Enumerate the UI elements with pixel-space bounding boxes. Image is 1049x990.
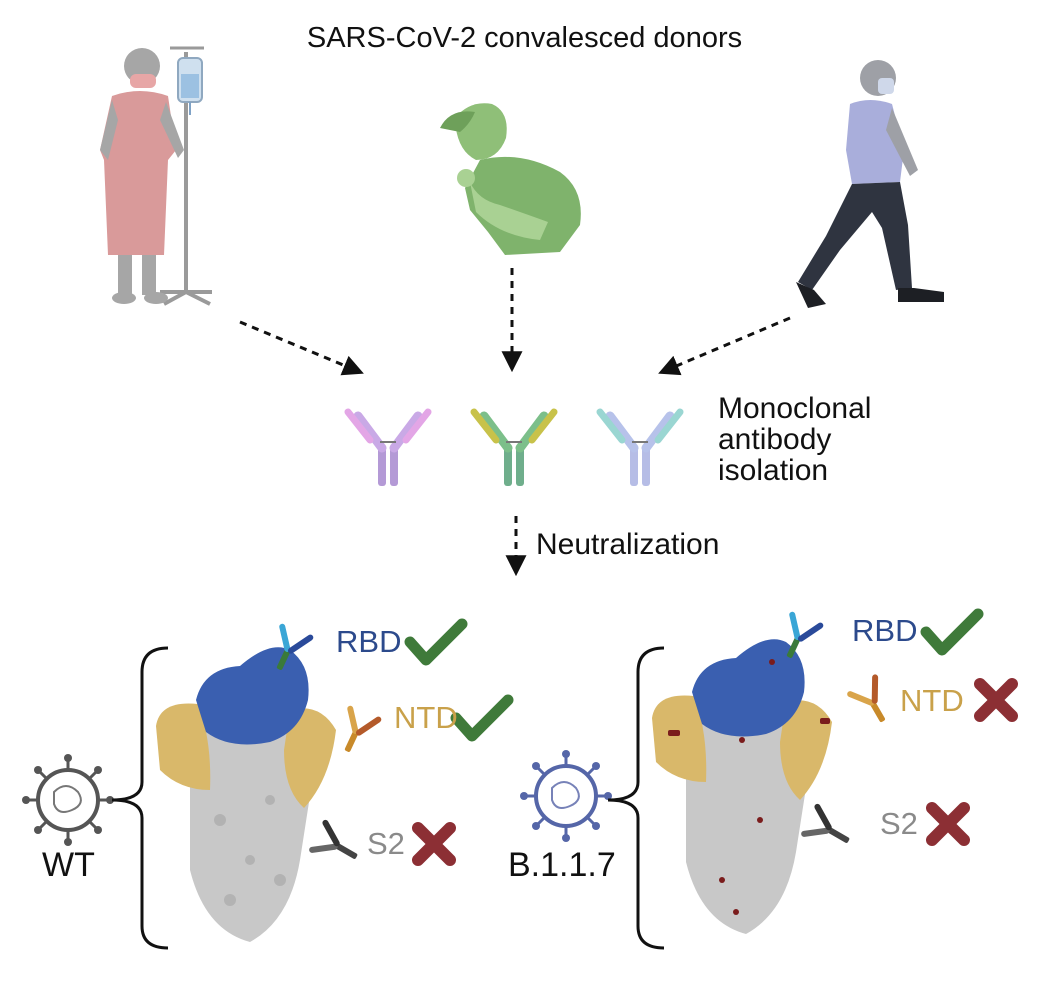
asymptomatic-donor-icon <box>796 60 944 308</box>
b117-rbd-check-icon <box>920 608 984 656</box>
b117-bracket <box>607 646 665 950</box>
diagram-title: SARS-CoV-2 convalesced donors <box>306 22 743 54</box>
wt-rbd-antibody <box>276 623 314 670</box>
wt-ntd-check-icon <box>450 694 514 742</box>
b117-ntd-antibody <box>847 674 885 723</box>
antibody-icon-blue <box>596 408 684 486</box>
b117-s2-label: S2 <box>880 806 918 841</box>
wt-s2-cross-icon <box>412 822 456 866</box>
b117-rbd-antibody <box>786 611 824 658</box>
b117-s2-cross-icon <box>926 802 970 846</box>
b117-ntd-label: NTD <box>900 683 964 718</box>
wt-s2-label: S2 <box>367 826 405 861</box>
wt-rbd-label: RBD <box>336 624 402 659</box>
symptomatic-donor-icon <box>440 103 581 255</box>
mab-line-2: antibody <box>718 423 832 456</box>
b117-virus-icon <box>520 750 612 842</box>
mab-line-3: isolation <box>718 454 829 487</box>
donor-arrows <box>239 268 791 577</box>
b117-variant-label: B.1.1.7 <box>508 846 616 884</box>
wt-bracket <box>111 646 169 950</box>
monoclonal-antibody-isolation-label: Monoclonal antibody isolation <box>718 393 938 486</box>
hospitalized-donor-icon <box>100 46 212 306</box>
b117-s2-antibody <box>801 803 850 843</box>
wt-rbd-check-icon <box>404 618 468 666</box>
b117-spike-protein <box>652 639 832 934</box>
wt-s2-antibody <box>309 819 358 859</box>
neutralization-label: Neutralization <box>536 528 720 561</box>
wt-virus-icon <box>22 754 114 846</box>
b117-ntd-cross-icon <box>974 678 1018 722</box>
antibody-icon-purple <box>344 408 432 486</box>
mab-line-1: Monoclonal <box>718 392 872 425</box>
antibody-icon-green <box>470 408 558 486</box>
wt-variant-label: WT <box>42 846 95 884</box>
wt-spike-protein <box>156 647 336 942</box>
wt-ntd-antibody <box>344 705 382 752</box>
wt-ntd-label: NTD <box>394 700 458 735</box>
b117-rbd-label: RBD <box>852 613 918 648</box>
